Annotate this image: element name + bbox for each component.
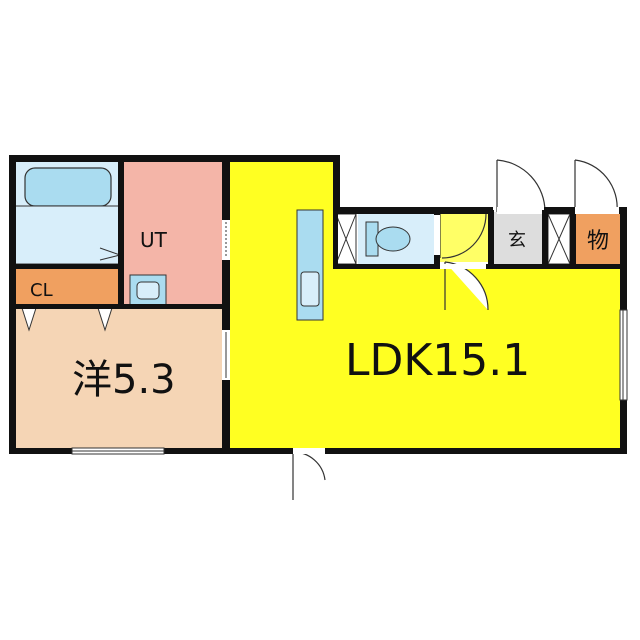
utility-label: UT — [140, 228, 168, 252]
storage-label: 物 — [587, 229, 609, 254]
entrance-label: 玄 — [508, 230, 526, 251]
entrance — [488, 212, 544, 266]
closet — [13, 266, 122, 306]
western-room-label: 洋5.3 — [72, 357, 176, 403]
closet-label: CL — [30, 280, 53, 301]
hall-door-swing — [444, 261, 489, 311]
toilet-bowl — [375, 226, 411, 252]
storage — [574, 212, 623, 266]
hall — [440, 212, 488, 262]
storage-opening — [575, 207, 619, 214]
bathtub — [24, 167, 112, 207]
western-room — [13, 306, 226, 449]
ldk-label: LDK15.1 — [345, 335, 530, 386]
balcony-door-swing — [292, 451, 326, 500]
entrance-opening — [497, 207, 542, 214]
storage-shaft-cross — [547, 213, 571, 265]
balcony-opening — [293, 448, 325, 454]
storage-door-swing — [574, 159, 618, 213]
entrance-door-swing — [496, 159, 546, 213]
shaft-cross — [335, 213, 357, 265]
kitchen-sink — [300, 271, 320, 307]
washbasin-bowl — [136, 281, 160, 300]
bath-floor — [14, 205, 120, 265]
toilet-opening — [434, 215, 440, 255]
ldk-room — [228, 160, 623, 449]
hall-opening — [440, 264, 486, 269]
